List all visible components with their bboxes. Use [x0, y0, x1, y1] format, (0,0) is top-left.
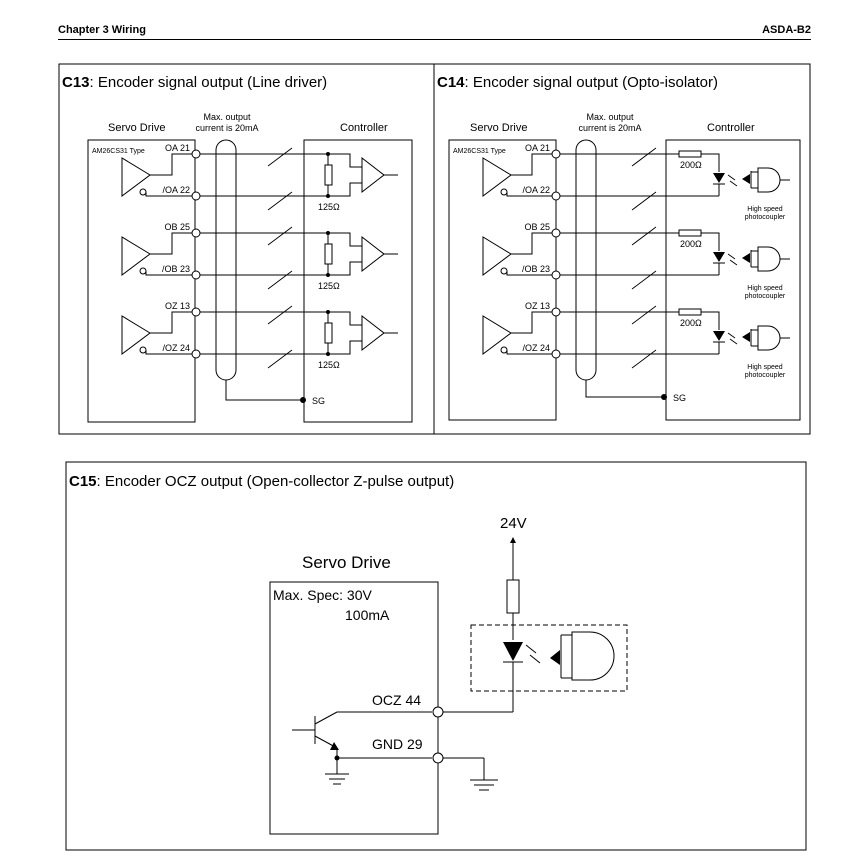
c13-terminal-nb [191, 270, 201, 280]
c13-servo-drive-label: Servo Drive [108, 122, 165, 134]
c14-servo-drive-box [448, 139, 557, 421]
c13-title: C13: Encoder signal output (Line driver) [62, 74, 327, 91]
c14-series-resistor [678, 150, 702, 158]
c14-driver-b [482, 236, 512, 276]
page-header-model: ASDA-B2 [762, 24, 811, 36]
c15-receiver-gate [571, 631, 615, 681]
c14-terminal-na [551, 191, 561, 201]
c14-driver-a [482, 157, 512, 197]
c14-controller-box [665, 139, 801, 421]
c13-pin-b: OB 25 [164, 222, 190, 232]
c13-receiver-z [361, 314, 385, 352]
page-header-chapter: Chapter 3 Wiring [58, 24, 146, 36]
c13-terminal-z [191, 307, 201, 317]
c13-shield-cable [215, 139, 237, 381]
c13-terminal-b [191, 228, 201, 238]
c13-receiver-b [361, 235, 385, 273]
c15-pullup-resistor [506, 579, 520, 614]
c14-shield-cable [575, 139, 597, 381]
c13-termination-resistor [324, 243, 333, 265]
c14-photocoupler-z [757, 325, 781, 351]
c13-driver-b [121, 236, 151, 276]
c14-frame [433, 63, 811, 435]
c14-photocoupler-label-1: High speed [747, 285, 783, 292]
c15-photocoupler-box [470, 624, 628, 692]
c15-spec-line1: Max. Spec: 30V [273, 587, 372, 603]
c14-terminal-b [551, 228, 561, 238]
c14-pin-z: OZ 13 [525, 301, 550, 311]
c14-opto-isolator-panel: C14: Encoder signal output (Opto-isolato… [433, 63, 811, 435]
c15-servo-drive-label: Servo Drive [302, 553, 391, 572]
c13-resistor-label: 125Ω [318, 281, 340, 291]
c14-photocoupler-label-2: photocoupler [745, 293, 786, 300]
header-divider [58, 39, 811, 40]
c15-spec-line2: 100mA [345, 607, 390, 623]
c14-chip-label: AM26CS31 Type [453, 148, 506, 155]
c14-terminal-nb [551, 270, 561, 280]
c14-pin-nz: /OZ 24 [522, 343, 550, 353]
c14-servo-drive-label: Servo Drive [470, 122, 527, 134]
c13-termination-resistor [324, 322, 333, 344]
c15-pin-ocz: OCZ 44 [372, 692, 421, 708]
c14-photocoupler-b [757, 246, 781, 272]
c14-pin-nb: /OB 23 [522, 264, 550, 274]
c14-resistor-label: 200Ω [680, 318, 702, 328]
c14-terminal-a [551, 149, 561, 159]
c14-photocoupler-a [757, 167, 781, 193]
c14-pin-a: OA 21 [525, 143, 550, 153]
c13-max-output-line1: Max. output [203, 112, 251, 122]
c13-resistor-label: 125Ω [318, 202, 340, 212]
c15-frame [65, 461, 807, 851]
c14-max-output-line2: current is 20mA [578, 123, 641, 133]
c13-chip-label: AM26CS31 Type [92, 148, 145, 155]
c14-max-output-line1: Max. output [586, 112, 634, 122]
c13-resistor-label: 125Ω [318, 360, 340, 370]
c13-driver-a [121, 157, 151, 197]
c13-line-driver-panel: C13: Encoder signal output (Line driver)… [58, 63, 435, 435]
c14-photocoupler-label-1: High speed [747, 206, 783, 213]
c13-sg-label: SG [312, 396, 325, 406]
c15-gnd-terminal [432, 752, 444, 764]
c13-max-output-line2: current is 20mA [195, 123, 258, 133]
c14-driver-z [482, 315, 512, 355]
c15-pin-gnd: GND 29 [372, 736, 423, 752]
c15-voltage-label: 24V [500, 515, 527, 532]
c13-terminal-na [191, 191, 201, 201]
c13-pin-nb: /OB 23 [162, 264, 190, 274]
c13-pin-z: OZ 13 [165, 301, 190, 311]
c14-pin-b: OB 25 [524, 222, 550, 232]
c13-driver-z [121, 315, 151, 355]
c15-open-collector-panel: C15: Encoder OCZ output (Open-collector … [65, 461, 807, 851]
c13-pin-nz: /OZ 24 [162, 343, 190, 353]
c14-resistor-label: 200Ω [680, 160, 702, 170]
c15-ocz-terminal [432, 706, 444, 718]
c14-photocoupler-label-1: High speed [747, 364, 783, 371]
c13-terminal-a [191, 149, 201, 159]
c13-controller-label: Controller [340, 122, 388, 134]
c14-photocoupler-label-2: photocoupler [745, 214, 786, 221]
c14-terminal-z [551, 307, 561, 317]
c13-controller-box [303, 139, 413, 423]
c14-series-resistor [678, 229, 702, 237]
c13-pin-a: OA 21 [165, 143, 190, 153]
c13-servo-drive-box [87, 139, 196, 423]
c14-sg-label: SG [673, 393, 686, 403]
c14-photocoupler-label-2: photocoupler [745, 372, 786, 379]
c14-series-resistor [678, 308, 702, 316]
c13-receiver-a [361, 156, 385, 194]
c13-pin-na: /OA 22 [162, 185, 190, 195]
c13-termination-resistor [324, 164, 333, 186]
c13-terminal-nz [191, 349, 201, 359]
c15-title: C15: Encoder OCZ output (Open-collector … [69, 473, 454, 490]
c14-title: C14: Encoder signal output (Opto-isolato… [437, 74, 718, 91]
c14-pin-na: /OA 22 [522, 185, 550, 195]
c14-controller-label: Controller [707, 122, 755, 134]
c15-led [503, 642, 523, 661]
c14-resistor-label: 200Ω [680, 239, 702, 249]
c14-terminal-nz [551, 349, 561, 359]
